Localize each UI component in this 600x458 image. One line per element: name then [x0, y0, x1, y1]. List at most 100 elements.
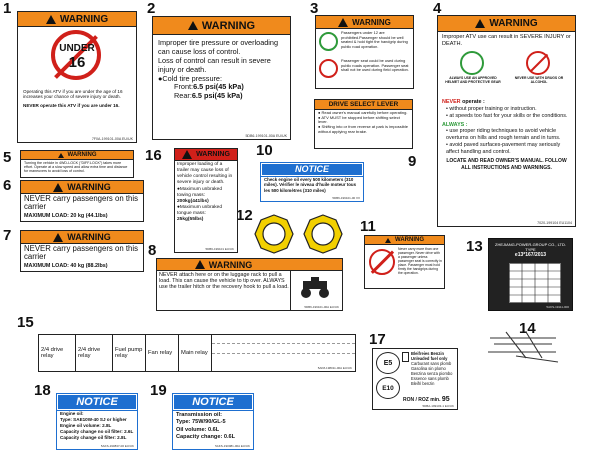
label-8-code: 5DB6-199101-00A EU/UK: [304, 305, 339, 309]
plate-type-label: TYPE: [525, 247, 536, 252]
transmission-oil-line: Type: 75W/90/GL-5: [176, 419, 226, 426]
warning-triangle-icon: [385, 237, 391, 243]
relay-cell-3: Fuel pump relay: [113, 335, 146, 371]
warning-triangle-icon: [194, 260, 205, 269]
drive-select-item: ● Read owner's manual carefully before o…: [318, 110, 408, 115]
reflector-rings-icon: [254, 214, 343, 254]
label-1-code: 7F0A-199101-00A EU/UK: [91, 137, 133, 141]
atv-tipping-pictogram-icon: [297, 276, 335, 300]
badge-age-number: 16: [68, 54, 86, 71]
under16-badge: UNDER 16: [18, 27, 136, 89]
drive-select-item-text: Shifting into or from reverse at park is…: [318, 124, 409, 134]
engine-oil-line: Engine oil volume: 2.8L: [60, 422, 112, 428]
label-16-trailer-warning: WARNING Improper loading of a trailer ma…: [174, 148, 238, 253]
warning-header: WARNING: [18, 12, 136, 27]
e5-badge: E5: [376, 352, 400, 374]
label-3-text-1: Passengers under 12 are prohibited.Passe…: [341, 30, 408, 49]
label-1-never-text: NEVER operate this ATV if you are under …: [23, 102, 120, 108]
label-15-code: 5AK8-198011-00A EU/UK: [317, 366, 352, 370]
callout-4: 4: [433, 0, 442, 17]
tire-pressure-text: Improper tire pressure or overloading ca…: [158, 38, 279, 56]
relay-cell-2: 2/4 drive relay: [76, 335, 113, 371]
label-6-text: NEVER carry passengers on this carrier: [24, 194, 138, 212]
fuel-line: Gasolina sin plomo: [411, 366, 446, 372]
warning-header: WARNING: [21, 231, 143, 244]
callout-15: 15: [17, 314, 34, 331]
ron-label: RON / ROZ min.: [403, 397, 441, 403]
engine-oil-line: Type: SAE10W-40 SJ or higher: [60, 416, 127, 422]
label-8-text: NEVER attach here or on the luggage rack…: [159, 272, 289, 291]
callout-17: 17: [369, 331, 386, 348]
relay-empty-area: [212, 335, 355, 371]
warning-triangle-icon: [338, 17, 349, 27]
label-3-passenger-warning: WARNING Passengers under 12 are prohibit…: [315, 15, 414, 89]
manufacturer-name: ZHEJIANG-POWER-GROUP CO., LTD.: [495, 242, 566, 247]
never-heading: NEVER: [442, 99, 461, 106]
max-load-value: 40 kg (88.2lbs): [70, 263, 108, 270]
id-plate-table: [509, 263, 561, 303]
label-10-code: 5DB6-199101-00 XX: [332, 196, 360, 200]
label-10-text: Check engine oil every 500 kilometers (3…: [264, 177, 357, 193]
label-2-tire-pressure-warning: WARNING Improper tire pressure or overlo…: [152, 16, 291, 140]
warning-title: WARNING: [489, 18, 538, 29]
notice-header: NOTICE: [57, 394, 137, 411]
drive-select-item: ● Shifting into or from reverse at park …: [318, 124, 409, 134]
engine-oil-line: Capacity change no oil filter: 2.6L: [60, 428, 134, 434]
callout-18: 18: [34, 382, 51, 399]
warning-title: WARNING: [67, 232, 111, 242]
callout-14: 14: [519, 320, 536, 337]
front-pressure-value: 6.5 psi(45 kPa): [193, 82, 244, 92]
label-16-code: 5DB6-199101 EU/UK: [205, 247, 234, 251]
label-17-code: 5DBA-199103-1 EU/UK: [422, 404, 454, 408]
callout-6: 6: [3, 177, 12, 194]
warning-header: WARNING: [153, 17, 290, 35]
fuel-line: Unleaded fuel only: [411, 356, 448, 362]
callout-9: 9: [408, 153, 417, 170]
no-alcohol-caption: NEVER USE WITH DRUGS OR ALCOHOL: [514, 76, 564, 85]
decal-strip-icon: [488, 331, 559, 363]
label-5-text: Turning the vehicle in 4WD-LOCK ("DIFF.L…: [24, 161, 128, 174]
rear-pressure-value: 6.5 psi(45 kPa): [191, 91, 243, 101]
warning-triangle-icon: [475, 19, 486, 28]
label-4-footer: LOCATE AND READ OWNER'S MANUAL. FOLLOW A…: [446, 158, 567, 171]
relay-cell-1: 2/4 drive relay: [39, 335, 76, 371]
warning-header: WARNING: [157, 259, 291, 271]
item-14-decal-strips: [486, 328, 560, 364]
label-4-intro: Improper ATV use can result in SEVERE IN…: [442, 34, 571, 47]
callout-12: 12: [236, 207, 253, 224]
callout-19: 19: [150, 382, 167, 399]
warning-header: WARNING: [438, 16, 575, 32]
callout-5: 5: [3, 149, 12, 166]
fuel-line: Benzina senza piombo: [411, 371, 453, 377]
label-13-code: 5AKS-19111-000: [546, 305, 569, 309]
fuel-line: Bleifri benzin: [411, 381, 435, 387]
engine-oil-line: Capacity change oil filter: 2.8L: [60, 434, 127, 440]
drive-select-title: DRIVE SELECT LEVER: [315, 100, 412, 110]
front-label: Front:: [174, 82, 194, 92]
label-1-under16-warning: WARNING UNDER 16 Operating this ATV if y…: [17, 11, 137, 143]
label-11-passenger-warning: WARNING Never carry more than one passen…: [364, 235, 445, 289]
item-12-reflector-rings: [253, 213, 353, 255]
label-6-carrier-warning: WARNING NEVER carry passengers on this c…: [20, 180, 144, 222]
warning-title: WARNING: [352, 17, 391, 27]
label-19-code: 5AKS-190081-00A EU/UK: [215, 444, 250, 448]
callout-16: 16: [145, 147, 162, 164]
transmission-oil-line: Transmission oil:: [176, 412, 223, 418]
warning-triangle-icon: [182, 150, 193, 159]
label-10-engine-oil-notice: NOTICE Check engine oil every 500 kilome…: [260, 162, 364, 202]
no-extra-passenger-icon: [369, 249, 395, 275]
label-7-carrier-warning: WARNING NEVER carry passengers on this c…: [20, 230, 144, 272]
ron-value: 95: [441, 396, 450, 403]
callout-2: 2: [147, 0, 156, 17]
cold-tire-bullet: ●Cold tire pressure:: [158, 73, 223, 83]
fuel-line: Essence sans plomb: [411, 376, 449, 382]
always-item: • use proper riding techniques to avoid …: [446, 128, 561, 142]
label-18-code: 5AKS-19083Y-00 EU/UK: [100, 444, 134, 448]
drive-select-item: ● ATV MUST be stopped before shifting se…: [318, 114, 400, 125]
warning-title: WARNING: [395, 237, 424, 243]
warning-triangle-icon: [187, 21, 198, 30]
label-8-luggage-rack-warning: WARNING NEVER attach here or on the lugg…: [156, 258, 343, 311]
never-item: • at speeds too fast for your skills or …: [446, 112, 568, 119]
never-heading-rest: operate :: [460, 99, 485, 106]
always-heading: ALWAYS :: [442, 121, 468, 128]
